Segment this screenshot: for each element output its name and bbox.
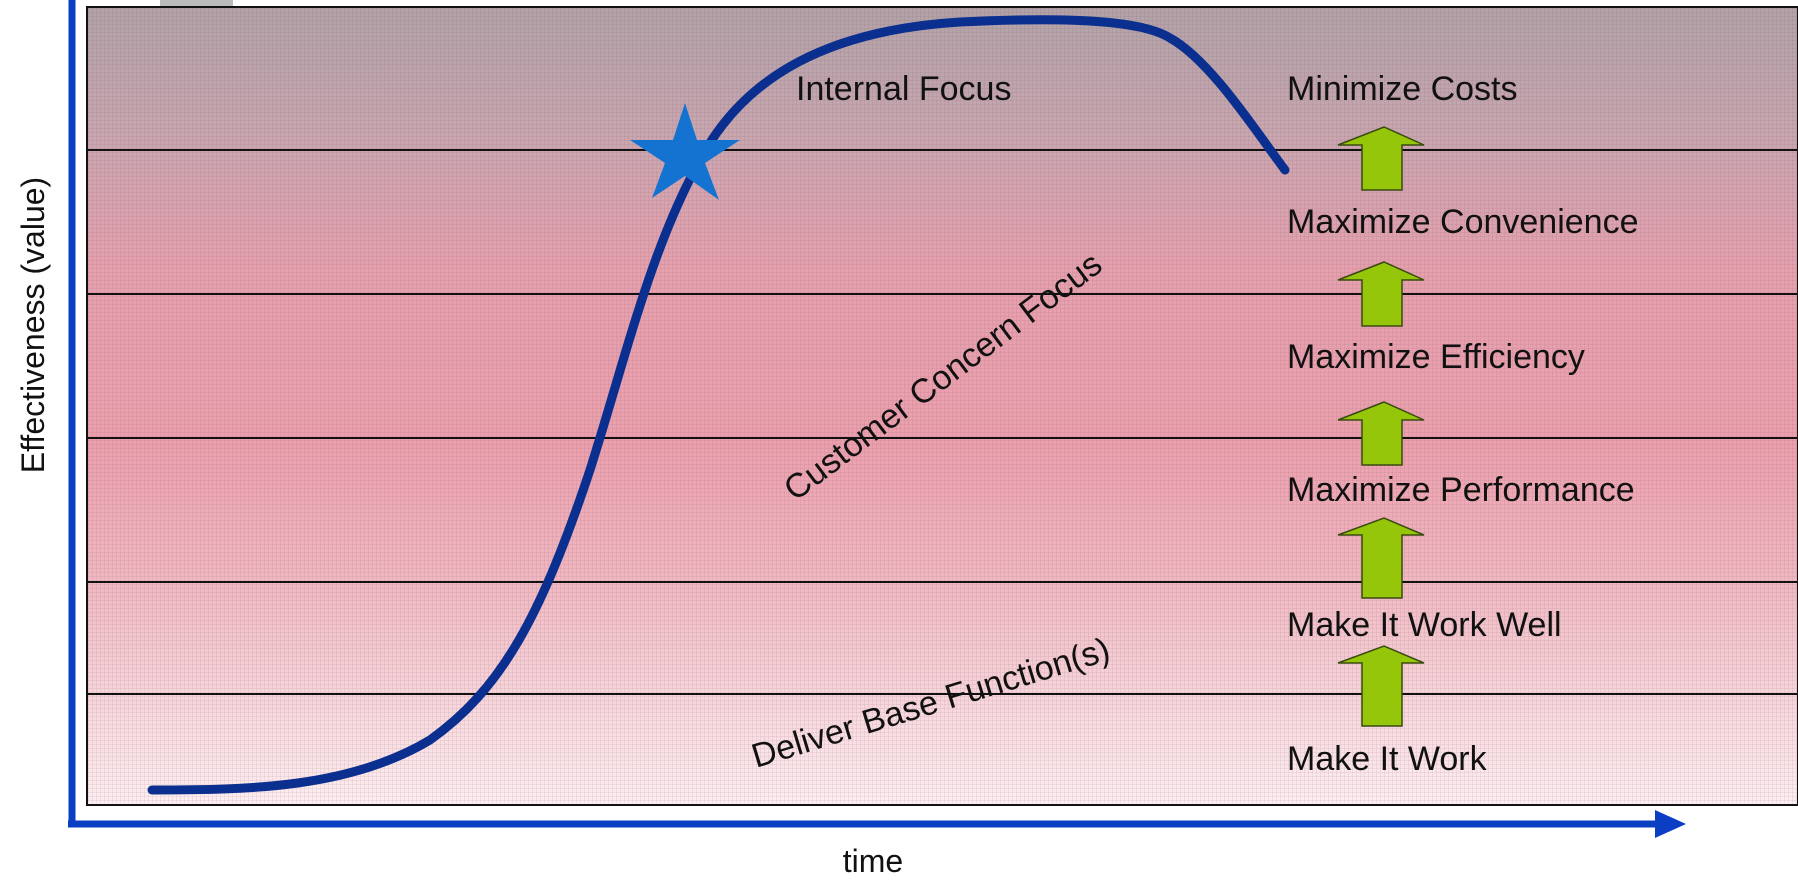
band-lines [87, 149, 1798, 695]
up-arrow-icon [1337, 261, 1425, 327]
y-axis-label: Effectiveness (value) [15, 177, 51, 473]
stage-label-maximize-efficiency: Maximize Efficiency [1287, 338, 1585, 376]
stage-label-maximize-convenience: Maximize Convenience [1287, 203, 1639, 241]
up-arrow-icon [1337, 126, 1425, 191]
focus-label-internal: Internal Focus [796, 70, 1011, 108]
stage-label-make-it-work: Make It Work [1287, 740, 1488, 778]
stage-label-maximize-performance: Maximize Performance [1287, 471, 1635, 509]
star-icon [630, 103, 740, 200]
up-arrow-icon [1337, 645, 1425, 727]
x-axis-arrow-icon [1655, 810, 1686, 838]
up-arrow-icon [1337, 517, 1425, 599]
effectiveness-curve [147, 15, 1290, 795]
x-axis-label: time [843, 843, 903, 879]
stage-label-make-it-work-well: Make It Work Well [1287, 606, 1562, 644]
stage-label-minimize-costs: Minimize Costs [1287, 70, 1517, 108]
up-arrow-icon [1337, 401, 1425, 466]
